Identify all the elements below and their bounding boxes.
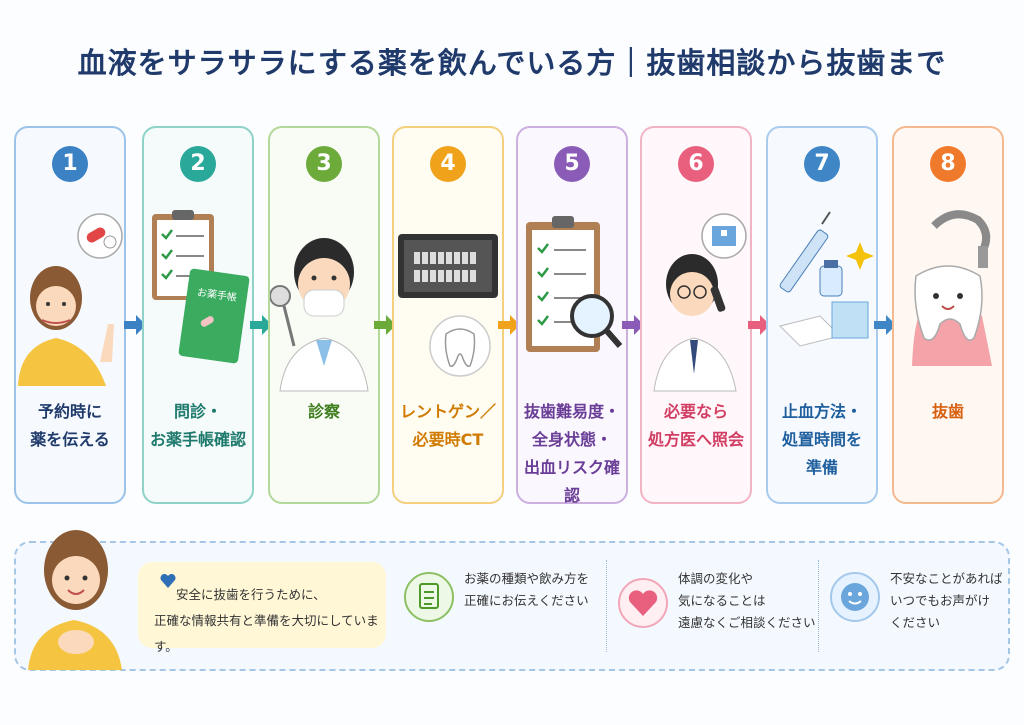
message-bubble: 安全に抜歯を行うために、 正確な情報共有と準備を大切にしています。: [138, 562, 386, 654]
tooth-extraction-icon: [912, 210, 992, 366]
info-text-concerns: 不安なことがあればいつでもお声がけください: [890, 571, 1003, 630]
syringe-and-gauze-icon: [779, 211, 874, 347]
arrow-right-icon: [124, 315, 146, 335]
dentist-with-mirror-icon: [270, 238, 369, 392]
page-title: 血液をサラサラにする薬を飲んでいる方｜抜歯相談から抜歯まで: [77, 46, 947, 80]
clipboard-icon: [404, 572, 454, 622]
step-label-4: レントゲン／必要時CT: [399, 402, 496, 449]
step-label-7: 止血方法・処置時間を準備: [781, 402, 862, 477]
info-item-medication: お薬の種類や飲み方を正確にお伝えください: [404, 564, 604, 644]
arrow-right-icon: [748, 315, 770, 335]
message-line-2: 正確な情報共有と準備を大切にしています。: [154, 613, 379, 654]
step-number-6: 6: [678, 146, 714, 182]
arrow-right-icon: [874, 315, 896, 335]
step-label-2: 問診・お薬手帳確認: [149, 402, 246, 449]
smile-icon: [830, 572, 880, 622]
info-text-health: 体調の変化や気になることは遠慮なくご相談ください: [678, 571, 816, 630]
step-number-5: 5: [554, 146, 590, 182]
step-number-4: 4: [430, 146, 466, 182]
step-number-8: 8: [930, 146, 966, 182]
woman-with-pills-icon: [18, 213, 123, 386]
step-number-2: 2: [180, 146, 216, 182]
woman-avatar-icon: [28, 530, 122, 670]
arrow-right-icon: [250, 315, 272, 335]
step-label-3: 診察: [307, 402, 340, 421]
heart-icon: [160, 574, 176, 588]
divider: [606, 560, 608, 652]
info-text-medication: お薬の種類や飲み方を正確にお伝えください: [464, 571, 590, 608]
heart-icon: [618, 578, 668, 628]
info-item-health: 体調の変化や気になることは遠慮なくご相談ください: [618, 564, 818, 644]
step-label-1: 予約時に薬を伝える: [30, 402, 110, 449]
arrow-right-icon: [622, 315, 644, 335]
step-label-6: 必要なら処方医へ照会: [647, 402, 744, 449]
step-number-7: 7: [804, 146, 840, 182]
step-card-4: 4 レントゲン／必要時CT: [392, 126, 504, 504]
step-label-8: 抜歯: [931, 402, 964, 421]
step-number-3: 3: [306, 146, 342, 182]
step-card-7: 7 止血方法・処置時間を準備: [766, 126, 878, 504]
info-item-concerns: 不安なことがあればいつでもお声がけください: [830, 564, 1008, 644]
checklist-and-magnifier-icon: [526, 216, 623, 352]
step-card-3: 3 診察: [268, 126, 380, 504]
doctor-on-phone-icon: [653, 213, 747, 392]
step-card-6: 6 必要なら処方医へ照会: [640, 126, 752, 504]
step-number-1: 1: [52, 146, 88, 182]
xray-and-tooth-icon: [398, 234, 498, 377]
step-card-1: 1 予約時に薬を伝える: [14, 126, 126, 504]
step-label-5: 抜歯難易度・全身状態・出血リスク確認: [523, 402, 620, 505]
message-line-1: 安全に抜歯を行うために、: [176, 587, 326, 602]
step-card-5: 5 抜歯難易度・全身状態・出血リスク確認: [516, 126, 628, 505]
divider: [818, 560, 820, 652]
step-card-8: 8 抜歯: [892, 126, 1004, 504]
clipboard-and-notebook-icon: お薬手帳: [152, 210, 250, 364]
arrow-right-icon: [498, 315, 520, 335]
step-card-2: 2 お薬手帳 問診・お薬手帳確認: [142, 126, 254, 504]
arrow-right-icon: [374, 315, 396, 335]
message-text: 安全に抜歯を行うために、 正確な情報共有と準備を大切にしています。: [154, 582, 386, 660]
